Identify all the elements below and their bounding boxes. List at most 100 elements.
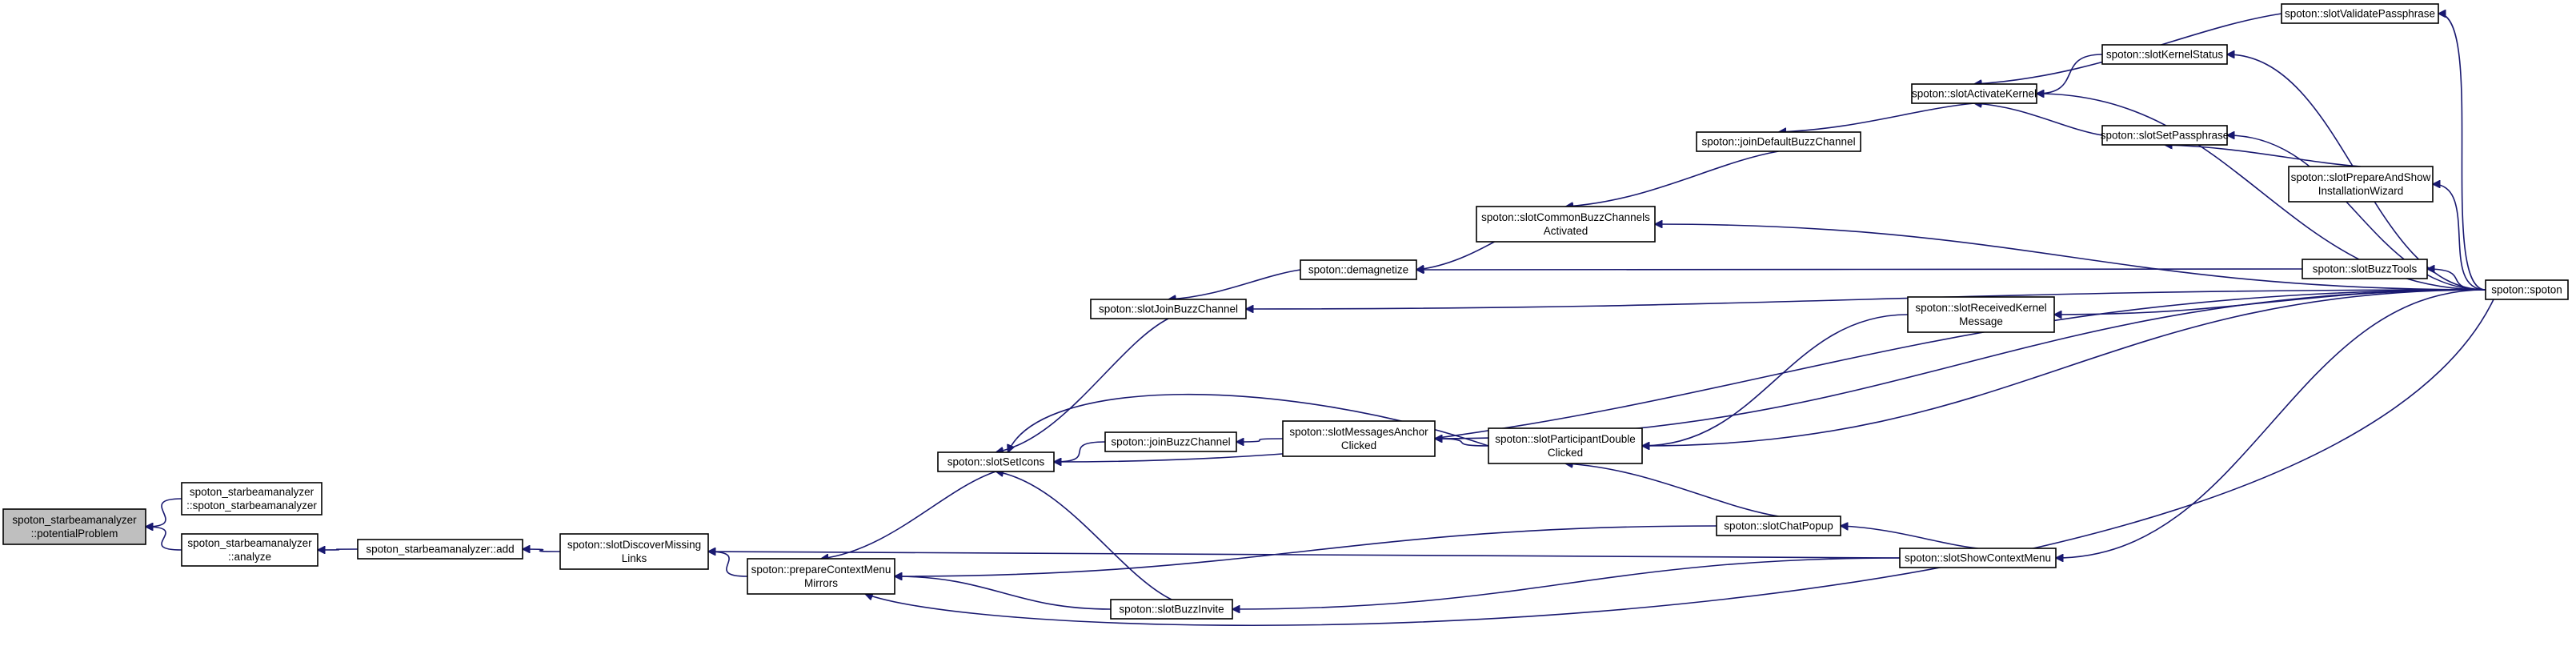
node-starbeamanalyzer-ctor[interactable]: spoton_starbeamanalyzer::spoton_starbeam… [181,482,323,516]
node-label-line: spoton::slotActivateKernel [1912,88,2037,100]
node-label-line: spoton_starbeamanalyzer [187,537,312,549]
edge-path [318,549,359,550]
node-box [1476,206,1656,243]
node-slot-kernel-status[interactable]: spoton::slotKernelStatus [2101,44,2228,65]
node-label-line: spoton::slotCommonBuzzChannels [1481,211,1650,223]
node-box [1696,131,1861,152]
edge-demag-to-joinslot [1168,269,1301,299]
edge-setpass-to-activate [1974,103,2103,136]
node-demagnetize[interactable]: spoton::demagnetize [1300,259,1417,280]
edge-path [1054,441,1106,462]
node-layer: spoton_starbeamanalyzer::potentialProble… [2,3,2569,620]
node-label-line: spoton::slotPrepareAndShow [2291,171,2431,183]
node-add[interactable]: spoton_starbeamanalyzer::add [357,539,523,560]
node-slot-set-icons[interactable]: spoton::slotSetIcons [937,451,1055,472]
node-box [937,451,1055,472]
node-label-line: spoton::demagnetize [1308,264,1408,276]
edge-path [1642,289,2486,446]
node-box [2485,279,2569,300]
node-box [2281,3,2439,24]
node-box [1716,516,1841,536]
node-box [1488,427,1643,464]
node-slot-set-passphrase[interactable]: spoton::slotSetPassphrase [2101,125,2229,146]
node-slot-buzz-tools[interactable]: spoton::slotBuzzTools [2302,259,2428,279]
edge-buzzinvite-to-prepare [895,576,1112,610]
node-slot-chat-popup[interactable]: spoton::slotChatPopup [1716,516,1841,536]
edge-path [1655,224,2486,291]
node-label-line: spoton::slotParticipantDouble [1495,433,1636,445]
edge-showctx-to-discover [708,552,1901,559]
edge-path [996,471,1172,600]
edge-spoton-to-showctx [2056,289,2486,558]
node-box [1911,83,2037,104]
edge-path [708,552,1901,559]
node-label-line: InstallationWizard [2318,185,2404,197]
node-box [2,508,146,545]
node-label-line: spoton::slotShowContextMenu [1905,552,2051,564]
node-box [1907,296,2055,333]
edge-msganchor-to-joinbuzz [1236,439,1284,442]
edge-spoton-to-setpass [2227,135,2486,291]
edge-spoton-to-joinslot [1246,289,2486,309]
node-join-buzz-channel[interactable]: spoton::joinBuzzChannel [1104,431,1237,452]
node-potential-problem[interactable]: spoton_starbeamanalyzer::potentialProble… [2,508,146,545]
edge-path [2165,145,2362,167]
node-label-line: Mirrors [804,577,838,589]
node-box [2101,44,2228,65]
node-slot-join-buzz-channel[interactable]: spoton::slotJoinBuzzChannel [1090,299,1247,319]
node-slot-prepare-and-show-installation-wizard[interactable]: spoton::slotPrepareAndShowInstallationWi… [2288,166,2434,203]
node-label-line: spoton::slotSetIcons [947,456,1045,468]
node-box [181,482,323,516]
node-label-line: spoton::slotMessagesAnchor [1289,426,1428,438]
node-slot-buzz-invite[interactable]: spoton::slotBuzzInvite [1110,599,1233,620]
edge-ctor-to-focus [146,498,182,527]
edge-path [1232,557,1901,609]
edge-path [1779,102,1975,132]
node-analyze[interactable]: spoton_starbeamanalyzer::analyze [181,533,318,567]
edge-add-to-analyze [318,549,359,550]
node-box [357,539,523,560]
edge-path [895,525,1717,576]
edge-buzzinvite-to-seticons [996,471,1172,600]
node-box [747,558,895,595]
node-slot-activate-kernel[interactable]: spoton::slotActivateKernel [1911,83,2037,104]
node-label-line: spoton::slotDiscoverMissing [567,539,701,551]
edge-prepare-to-discover [708,552,748,577]
node-label-line: spoton::slotSetPassphrase [2101,130,2229,142]
edge-path [1054,289,2486,462]
edge-path [1435,439,1489,447]
edge-path [996,318,1169,452]
edge-path [1565,463,1779,517]
edge-path [1974,103,2103,136]
node-box [1090,299,1247,319]
edge-analyze-to-focus [146,527,182,551]
edge-spoton-to-wizard [2433,184,2486,291]
node-box [1282,420,1436,457]
edge-spoton-to-prepare [865,299,2494,626]
node-label-line: spoton_starbeamanalyzer [190,486,314,498]
edge-participant-to-msganchor [1435,439,1489,447]
node-box [2101,125,2228,146]
node-slot-show-context-menu[interactable]: spoton::slotShowContextMenu [1899,548,2057,568]
edge-path [1246,289,2486,309]
edge-path [523,549,561,552]
edge-seticons-to-prepare [821,471,996,559]
edge-path [2037,54,2103,94]
node-label-line: spoton::joinBuzzChannel [1111,436,1230,448]
node-join-default-buzz-channel[interactable]: spoton::joinDefaultBuzzChannel [1696,131,1861,152]
node-spoton-ctor[interactable]: spoton::spoton [2485,279,2569,300]
node-slot-validate-passphrase[interactable]: spoton::slotValidatePassphrase [2281,3,2439,24]
edge-path [708,552,748,577]
edge-chatpopup-to-prepare [895,525,1717,576]
node-box [1110,599,1233,620]
edge-path [146,527,182,551]
edge-wizard-to-setpass [2165,145,2362,167]
edge-path [1236,439,1284,442]
node-label-line: spoton::prepareContextMenu [751,564,891,576]
